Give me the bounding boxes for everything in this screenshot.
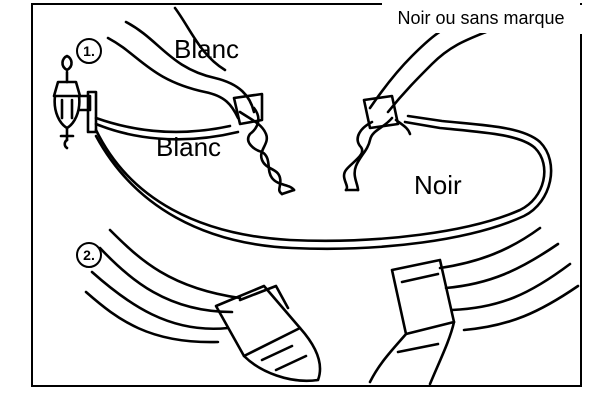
neutral-fixture-label: Blanc (156, 134, 221, 160)
hot-line-label: Noir (414, 172, 462, 198)
frame-right-edge (580, 34, 582, 387)
hot-note-label: Noir ou sans marque (382, 3, 580, 33)
neutral-top-label: Blanc (174, 36, 239, 62)
step-1-marker: 1. (76, 38, 102, 64)
diagram-frame (31, 3, 582, 387)
frame-bottom-edge (31, 385, 582, 387)
step-2-marker: 2. (76, 242, 102, 268)
